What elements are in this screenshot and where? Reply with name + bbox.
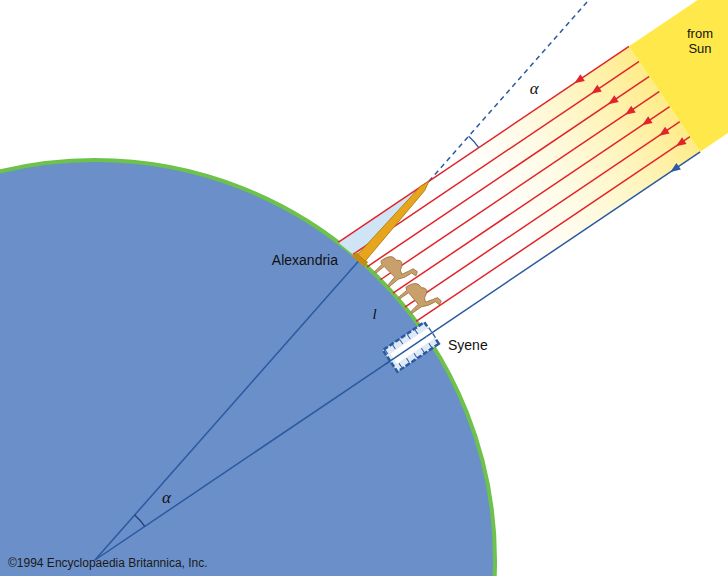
ray-arrowhead <box>608 95 619 104</box>
earth-disc <box>0 160 495 576</box>
alexandria-obelisk <box>352 176 435 267</box>
sun-ray-syene <box>427 152 701 337</box>
ray-arrowhead <box>574 74 585 83</box>
radius-line <box>385 336 426 364</box>
sun-ray <box>338 46 629 242</box>
angle-arc <box>135 515 145 526</box>
ray-arrowhead <box>676 137 687 146</box>
angle-label: α <box>162 488 171 508</box>
city-label: Syene <box>448 337 488 353</box>
sun-label: from Sun <box>687 27 713 57</box>
sun-ray <box>367 76 649 266</box>
copyright-note: ©1994 Encyclopaedia Britannica, Inc. <box>8 557 208 571</box>
ray-arrowhead <box>642 116 653 125</box>
syene-well <box>383 322 439 372</box>
radius-line <box>95 336 427 560</box>
angle-arc <box>469 136 479 147</box>
sun-ray <box>353 61 639 254</box>
zenith-dashed-line <box>429 0 589 181</box>
sun-fill <box>629 0 728 152</box>
radius-line <box>95 260 360 560</box>
ray-arrowhead <box>625 106 636 115</box>
camel-figure <box>396 275 442 322</box>
sun-region: from Sun <box>590 0 728 240</box>
city-label: Alexandria <box>272 252 338 268</box>
distance-label: l <box>372 306 376 323</box>
ray-arrowhead <box>659 127 670 136</box>
ray-arrowhead <box>591 85 602 94</box>
ray-arrowhead <box>670 163 681 172</box>
angle-label: α <box>530 79 539 99</box>
sun-ray <box>416 137 690 322</box>
